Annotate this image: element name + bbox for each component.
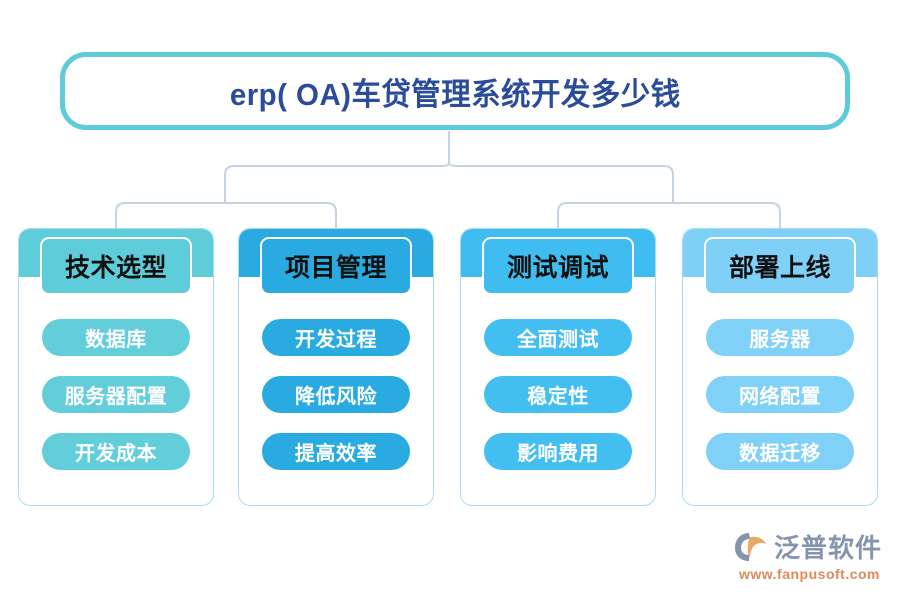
list-item-label: 数据迁移 — [739, 443, 821, 465]
list-item-label: 影响费用 — [517, 443, 599, 465]
column-card-4[interactable]: 部署上线 服务器 网络配置 数据迁移 — [682, 228, 878, 506]
column-header-1[interactable]: 技术选型 — [40, 237, 192, 295]
column-header-label-2: 项目管理 — [284, 254, 387, 282]
column-items-1: 数据库 服务器配置 开发成本 — [19, 319, 213, 470]
brand-url: www.fanpusoft.com — [739, 566, 880, 582]
list-item-label: 服务器 — [749, 329, 811, 351]
column-card-3[interactable]: 测试调试 全面测试 稳定性 影响费用 — [460, 228, 656, 506]
list-item-label: 提高效率 — [295, 443, 377, 465]
list-item[interactable]: 稳定性 — [484, 376, 632, 413]
column-card-2[interactable]: 项目管理 开发过程 降低风险 提高效率 — [238, 228, 434, 506]
list-item-label: 数据库 — [85, 329, 147, 351]
list-item-label: 开发成本 — [75, 443, 157, 465]
list-item-label: 降低风险 — [295, 386, 377, 408]
column-header-3[interactable]: 测试调试 — [482, 237, 634, 295]
list-item[interactable]: 服务器配置 — [42, 376, 190, 413]
list-item[interactable]: 降低风险 — [262, 376, 410, 413]
list-item-label: 服务器配置 — [64, 386, 168, 408]
page-title: erp( OA)车贷管理系统开发多少钱 — [229, 76, 681, 112]
list-item[interactable]: 数据库 — [42, 319, 190, 356]
list-item-label: 开发过程 — [295, 329, 377, 351]
brand-logo: 泛普软件 www.fanpusoft.com — [734, 528, 882, 582]
list-item[interactable]: 开发过程 — [262, 319, 410, 356]
list-item-label: 网络配置 — [739, 386, 821, 408]
column-items-2: 开发过程 降低风险 提高效率 — [239, 319, 433, 470]
list-item[interactable]: 开发成本 — [42, 433, 190, 470]
column-header-label-4: 部署上线 — [728, 254, 831, 282]
page-title-box: erp( OA)车贷管理系统开发多少钱 — [60, 52, 850, 130]
list-item[interactable]: 全面测试 — [484, 319, 632, 356]
list-item[interactable]: 影响费用 — [484, 433, 632, 470]
list-item-label: 全面测试 — [517, 329, 599, 351]
list-item[interactable]: 提高效率 — [262, 433, 410, 470]
fanpu-logo-icon — [734, 532, 766, 561]
brand-logo-row: 泛普软件 — [734, 528, 882, 565]
column-card-1[interactable]: 技术选型 数据库 服务器配置 开发成本 — [18, 228, 214, 506]
column-items-3: 全面测试 稳定性 影响费用 — [461, 319, 655, 470]
list-item-label: 稳定性 — [527, 386, 589, 408]
column-header-2[interactable]: 项目管理 — [260, 237, 412, 295]
list-item[interactable]: 数据迁移 — [706, 433, 854, 470]
list-item[interactable]: 服务器 — [706, 319, 854, 356]
column-header-label-1: 技术选型 — [64, 254, 167, 282]
column-items-4: 服务器 网络配置 数据迁移 — [683, 319, 877, 470]
brand-name: 泛普软件 — [773, 533, 882, 563]
column-header-label-3: 测试调试 — [506, 254, 609, 282]
column-header-4[interactable]: 部署上线 — [704, 237, 856, 295]
list-item[interactable]: 网络配置 — [706, 376, 854, 413]
